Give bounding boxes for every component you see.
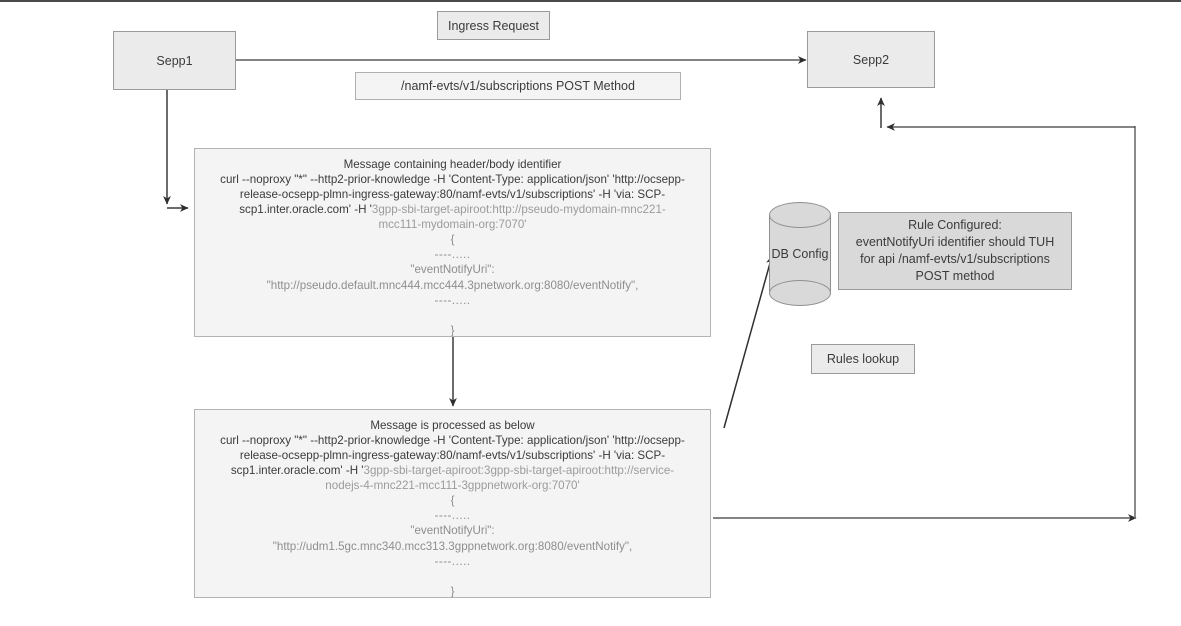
label-rules-lookup-text: Rules lookup: [826, 352, 900, 366]
incoming-curl-line-3-host: scp1.inter.oracle.com' -H ': [239, 203, 372, 217]
incoming-close-brace: }: [450, 323, 455, 337]
connector-processed-to-db-config: [723, 255, 774, 429]
message-box-processed[interactable]: Message is processed as below curl --nop…: [194, 409, 711, 598]
top-divider: [0, 0, 1181, 2]
incoming-curl-line-2: release-ocsepp-plmn-ingress-gateway:80/n…: [239, 188, 666, 202]
processed-curl-line-4-apiroot: nodejs-4-mnc221-mcc111-3gppnetwork-org:7…: [325, 479, 580, 493]
node-db-config[interactable]: DB Config: [769, 202, 831, 306]
processed-ellipsis-top: ----.....: [434, 509, 471, 523]
incoming-open-brace: {: [450, 233, 455, 247]
label-rules-lookup[interactable]: Rules lookup: [811, 344, 915, 374]
label-ingress-request[interactable]: Ingress Request: [437, 11, 550, 40]
incoming-blank-line: [205, 308, 700, 323]
processed-open-brace: {: [450, 494, 455, 508]
incoming-curl-line-4-apiroot: mcc111-mydomain-org:7070': [378, 218, 527, 232]
node-rule-configured[interactable]: Rule Configured: eventNotifyUri identifi…: [838, 212, 1072, 290]
processed-curl-line-3-host: scp1.inter.oracle.com' -H ': [230, 464, 364, 478]
db-cylinder-bottom: [769, 280, 831, 306]
processed-close-brace: }: [450, 584, 455, 598]
incoming-curl-line-1: curl --noproxy "*" --http2-prior-knowled…: [220, 173, 685, 187]
incoming-event-notify-uri-value: "http://pseudo.default.mnc444.mcc444.3pn…: [266, 278, 639, 292]
processed-curl-line-3: scp1.inter.oracle.com' -H '3gpp-sbi-targ…: [205, 463, 700, 478]
db-cylinder-top: [769, 202, 831, 228]
incoming-curl-line-3-apiroot: 3gpp-sbi-target-apiroot:http://pseudo-my…: [371, 203, 666, 217]
incoming-ellipsis-top: ----.....: [434, 248, 471, 262]
processed-curl-line-3-apiroot: 3gpp-sbi-target-apiroot:3gpp-sbi-target-…: [363, 464, 675, 478]
processed-title: Message is processed as below: [370, 419, 535, 432]
processed-ellipsis-bottom: ----.....: [434, 554, 471, 568]
connector-processed-to-right-bus: [713, 126, 1137, 522]
processed-event-notify-uri-value: "http://udm1.5gc.mnc340.mcc313.3gppnetwo…: [272, 539, 633, 553]
incoming-event-notify-uri-key: "eventNotifyUri":: [410, 263, 495, 277]
connector-sepp1-to-incoming: [163, 90, 189, 212]
processed-blank-line: [205, 569, 700, 584]
message-box-incoming[interactable]: Message containing header/body identifie…: [194, 148, 711, 337]
processed-curl-line-1: curl --noproxy "*" --http2-prior-knowled…: [220, 434, 685, 448]
node-sepp1[interactable]: Sepp1: [113, 31, 236, 90]
incoming-ellipsis-bottom: ----.....: [434, 293, 471, 307]
connector-right-bus-to-sepp2: [877, 97, 1135, 131]
node-sepp2[interactable]: Sepp2: [807, 31, 935, 88]
label-api-method-text: /namf-evts/v1/subscriptions POST Method: [401, 79, 635, 93]
rule-configured-line-1: eventNotifyUri identifier should TUH: [855, 235, 1055, 249]
label-api-method[interactable]: /namf-evts/v1/subscriptions POST Method: [355, 72, 681, 100]
processed-curl-line-2: release-ocsepp-plmn-ingress-gateway:80/n…: [239, 449, 666, 463]
node-sepp2-label: Sepp2: [852, 52, 890, 67]
incoming-title: Message containing header/body identifie…: [343, 158, 562, 171]
rule-configured-line-2: for api /namf-evts/v1/subscriptions: [860, 252, 1050, 266]
node-db-config-label: DB Config: [771, 247, 829, 261]
node-sepp1-label: Sepp1: [156, 53, 193, 68]
rule-configured-line-0: Rule Configured:: [908, 218, 1002, 232]
rule-configured-line-3: POST method: [915, 269, 995, 283]
incoming-curl-line-3: scp1.inter.oracle.com' -H '3gpp-sbi-targ…: [205, 202, 700, 217]
label-ingress-request-text: Ingress Request: [447, 18, 540, 33]
processed-event-notify-uri-key: "eventNotifyUri":: [410, 524, 495, 538]
